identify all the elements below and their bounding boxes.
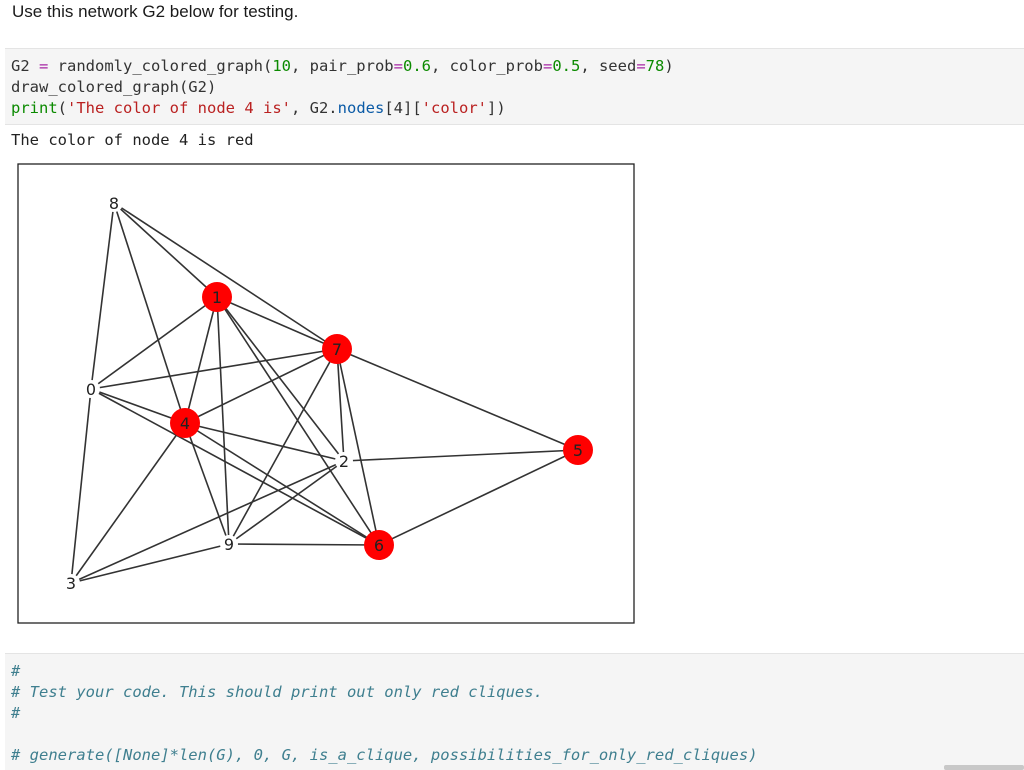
comment-line (11, 724, 1024, 745)
graph-edge-0-6 (90, 388, 380, 546)
graph-edge-0-4 (90, 388, 186, 424)
code-line: draw_colored_graph(G2) (11, 78, 217, 96)
graph-edge-1-2 (216, 296, 345, 462)
graph-edge-2-9 (228, 460, 345, 545)
graph-edge-4-9 (184, 422, 230, 545)
code-cell-draw[interactable]: G2 = randomly_colored_graph(10, pair_pro… (5, 48, 1024, 125)
graph-edge-2-3 (70, 460, 345, 584)
graph-edge-1-4 (184, 296, 218, 424)
graph-edge-4-6 (184, 422, 380, 546)
graph-node-9 (220, 535, 238, 553)
graph-node-label: 9 (224, 535, 234, 554)
graph-node-label: 7 (332, 340, 342, 359)
graph-node-label: 8 (109, 194, 119, 213)
graph-edge-8-4 (113, 202, 186, 424)
graph-edge-8-1 (113, 202, 218, 298)
graph-node-label: 0 (86, 380, 96, 399)
graph-node-label: 4 (180, 414, 190, 433)
graph-node-3 (62, 574, 80, 592)
graph-edge-9-3 (70, 543, 230, 584)
graph-edge-7-4 (184, 348, 338, 424)
graph-edge-1-7 (216, 296, 338, 350)
code-line: G2 = randomly_colored_graph(10, pair_pro… (11, 57, 674, 75)
graph-edge-7-0 (90, 348, 338, 390)
graph-edge-9-6 (228, 543, 380, 546)
cell-output-text: The color of node 4 is red (11, 131, 254, 149)
graph-edge-5-2 (343, 449, 579, 462)
graph-edge-8-0 (90, 202, 115, 390)
graph-edge-7-5 (336, 348, 579, 451)
graph-node-2 (335, 452, 353, 470)
graph-node-5 (563, 435, 593, 465)
comment-line: # (11, 704, 21, 722)
horizontal-scrollbar[interactable] (944, 765, 1024, 770)
graph-node-label: 6 (374, 536, 384, 555)
graph-edge-1-0 (90, 296, 218, 390)
comment-line: # generate([None]*len(G), 0, G, is_a_cli… (11, 746, 758, 764)
graph-node-7 (322, 334, 352, 364)
graph-node-0 (82, 380, 100, 398)
graph-edge-8-7 (113, 202, 338, 350)
graph-edge-4-3 (70, 422, 186, 584)
graph-edges (70, 202, 579, 584)
graph-node-label: 3 (66, 574, 76, 593)
graph-node-8 (105, 194, 123, 212)
graph-node-label: 5 (573, 441, 583, 460)
plot-frame (17, 163, 635, 624)
code-line: print('The color of node 4 is', G2.nodes… (11, 99, 506, 117)
graph-edge-0-3 (70, 388, 92, 584)
graph-node-label: 2 (339, 452, 349, 471)
graph-edge-7-2 (336, 348, 345, 462)
graph-node-4 (170, 408, 200, 438)
graph-nodes: 8 1 7 0 4 5 2 9 6 3 (62, 194, 593, 593)
markdown-text: Use this network G2 below for testing. (12, 2, 299, 21)
comment-line: # (11, 662, 21, 680)
comment-line: # Test your code. This should print out … (11, 683, 543, 701)
graph-node-1 (202, 282, 232, 312)
graph-edge-7-6 (336, 348, 380, 546)
graph-edge-4-2 (184, 422, 345, 462)
code-cell-test[interactable]: # # Test your code. This should print ou… (5, 653, 1024, 770)
graph-node-6 (364, 530, 394, 560)
graph-edge-1-9 (216, 296, 230, 545)
graph-plot: 8 1 7 0 4 5 2 9 6 3 (17, 163, 635, 624)
graph-edge-5-6 (378, 449, 579, 546)
graph-node-label: 1 (212, 288, 222, 307)
